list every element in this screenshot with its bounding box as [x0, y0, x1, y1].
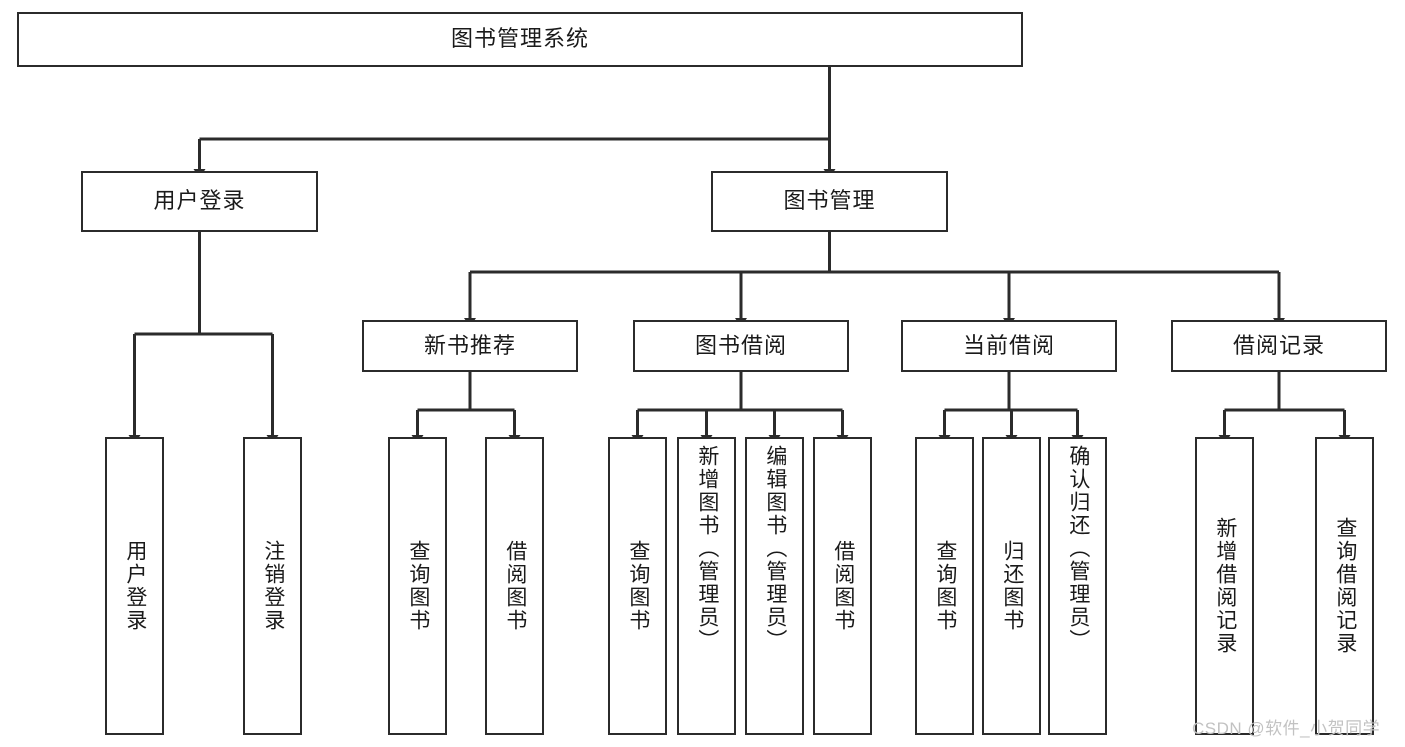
leaf-borrow-book-recommend[interactable]: 借阅图书 [485, 437, 544, 735]
node-label: 用户登录 [153, 188, 246, 214]
node-label: 查询图书 [933, 540, 957, 632]
node-current-borrow[interactable]: 当前借阅 [901, 320, 1117, 372]
node-label: 新增借阅记录 [1213, 517, 1237, 655]
node-label: 查询借阅记录 [1333, 517, 1357, 655]
csdn-watermark: CSDN @软件_小贺同学 [1192, 719, 1381, 738]
node-book-management[interactable]: 图书管理 [711, 171, 948, 232]
leaf-query-book-recommend[interactable]: 查询图书 [388, 437, 447, 735]
node-label: 图书管理系统 [450, 26, 589, 52]
node-label: 当前借阅 [962, 332, 1055, 358]
node-label: 新书推荐 [423, 332, 516, 358]
node-label: 借阅图书 [831, 540, 855, 632]
node-new-book-recommend[interactable]: 新书推荐 [362, 320, 578, 372]
node-label: 借阅图书 [503, 540, 527, 632]
node-label: 图书借阅 [694, 332, 787, 358]
node-label: 图书管理 [783, 188, 876, 214]
node-label: 注销登录 [261, 540, 285, 632]
leaf-add-book[interactable]: 新增图书（管理员） [677, 437, 736, 735]
leaf-confirm-return[interactable]: 确认归还（管理员） [1048, 437, 1107, 735]
node-label: 归还图书 [1000, 540, 1024, 632]
leaf-user-login[interactable]: 用户登录 [105, 437, 164, 735]
node-label: 查询图书 [406, 540, 430, 632]
node-label: 查询图书 [626, 540, 650, 632]
leaf-logout-login[interactable]: 注销登录 [243, 437, 302, 735]
leaf-query-book-borrow[interactable]: 查询图书 [608, 437, 667, 735]
leaf-query-borrow-record[interactable]: 查询借阅记录 [1315, 437, 1374, 735]
node-label: 编辑图书（管理员） [763, 445, 787, 652]
node-label: 确认归还（管理员） [1066, 445, 1090, 652]
leaf-add-borrow-record[interactable]: 新增借阅记录 [1195, 437, 1254, 735]
node-user-login[interactable]: 用户登录 [81, 171, 318, 232]
node-borrow-record[interactable]: 借阅记录 [1171, 320, 1387, 372]
node-label: 借阅记录 [1232, 332, 1325, 358]
node-book-management-system[interactable]: 图书管理系统 [17, 12, 1023, 67]
node-label: 新增图书（管理员） [695, 445, 719, 652]
leaf-borrow-book[interactable]: 借阅图书 [813, 437, 872, 735]
leaf-edit-book[interactable]: 编辑图书（管理员） [745, 437, 804, 735]
node-label: 用户登录 [123, 540, 147, 632]
leaf-query-book-current[interactable]: 查询图书 [915, 437, 974, 735]
node-book-borrow[interactable]: 图书借阅 [633, 320, 849, 372]
leaf-return-book[interactable]: 归还图书 [982, 437, 1041, 735]
